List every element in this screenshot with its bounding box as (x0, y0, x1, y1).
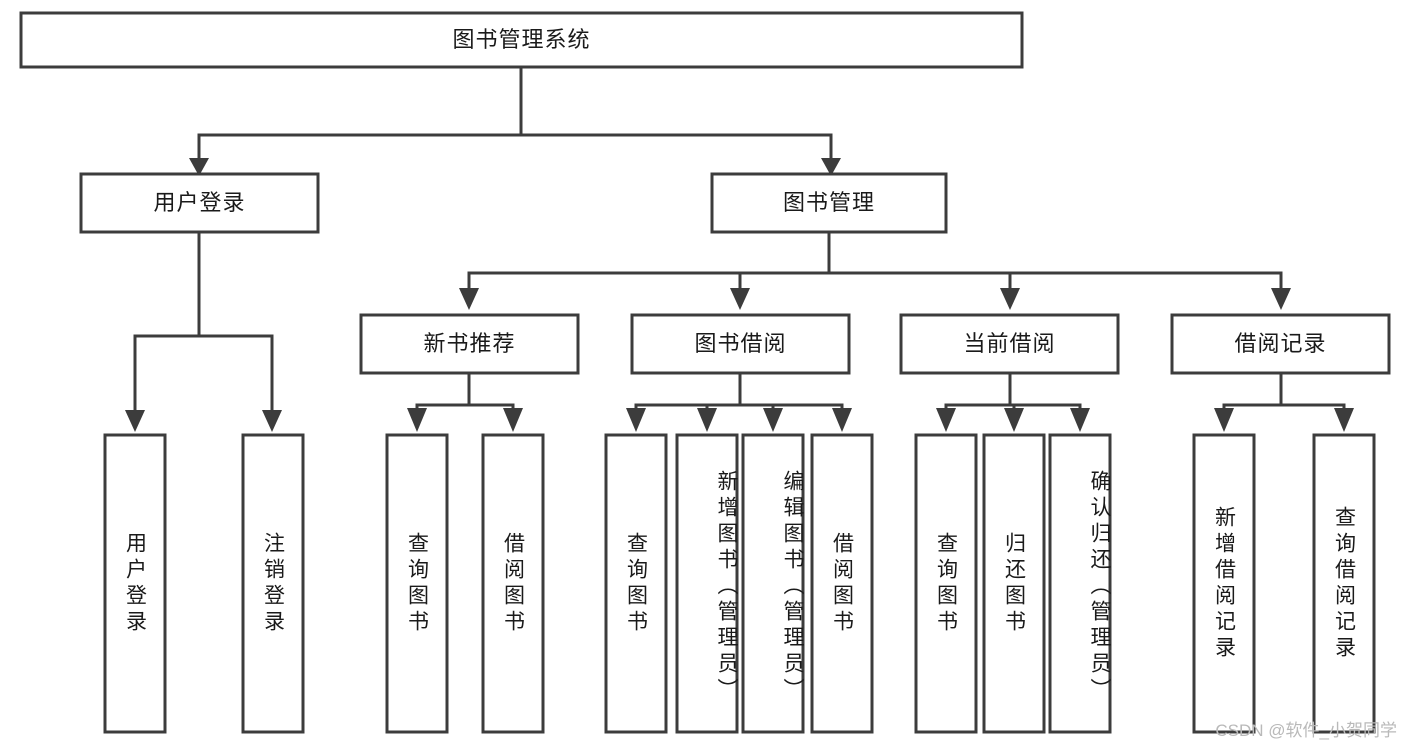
connector-book-borrow-branch (634, 371, 844, 414)
leaf-box-current-0[interactable] (914, 433, 978, 734)
arrow-leaf-recommend-0 (407, 408, 427, 432)
arrow-leaf-current-0 (936, 408, 956, 432)
node-new-book-recommend-box[interactable] (359, 313, 580, 375)
arrow-leaf-recommend-1 (503, 408, 523, 432)
leaf-box-current-2[interactable] (1048, 433, 1112, 734)
node-user-login-box[interactable] (79, 172, 320, 234)
connector-current-borrow-branch (944, 371, 1082, 414)
arrow-leaf-borrow-2 (763, 408, 783, 432)
node-root-box[interactable] (19, 11, 1024, 69)
node-borrow-record-box[interactable] (1170, 313, 1391, 375)
arrow-leaf-borrow-0 (626, 408, 646, 432)
arrow-leaf-borrow-3 (832, 408, 852, 432)
arrow-leaf-current-2 (1070, 408, 1090, 432)
arrow-to-current-borrow (1000, 288, 1020, 310)
node-book-borrow-box[interactable] (630, 313, 851, 375)
node-book-manage-box[interactable] (710, 172, 948, 234)
leaf-box-recommend-0[interactable] (385, 433, 449, 734)
arrow-to-borrow-record (1271, 288, 1291, 310)
arrow-to-book-borrow (730, 288, 750, 310)
arrow-leaf-borrow-1 (697, 408, 717, 432)
leaf-box-borrow-2[interactable] (741, 433, 805, 734)
connector-new-book-recommend-branch (415, 371, 515, 414)
leaf-box-record-1[interactable] (1312, 433, 1376, 734)
connector-root-to-level1 (197, 65, 833, 162)
arrow-to-user-login (189, 158, 209, 176)
connector-book-manage-branch (467, 230, 1283, 292)
leaf-box-current-1[interactable] (982, 433, 1046, 734)
arrow-leaf-current-1 (1004, 408, 1024, 432)
arrow-leaf-record-1 (1334, 408, 1354, 432)
arrow-to-new-book-recommend (459, 288, 479, 310)
leaf-box-recommend-1[interactable] (481, 433, 545, 734)
leaf-box-borrow-3[interactable] (810, 433, 874, 734)
leaf-box-borrow-1[interactable] (675, 433, 739, 734)
connector-user-login-branch (133, 230, 274, 414)
arrow-leaf-user-login-1 (262, 410, 282, 432)
leaf-box-record-0[interactable] (1192, 433, 1256, 734)
connector-borrow-record-branch (1222, 371, 1346, 414)
arrow-leaf-user-login-0 (125, 410, 145, 432)
leaf-box-borrow-0[interactable] (604, 433, 668, 734)
arrow-to-book-manage (821, 158, 841, 176)
arrow-leaf-record-0 (1214, 408, 1234, 432)
leaf-box-user-login-0[interactable] (103, 433, 167, 734)
leaf-box-user-login-1[interactable] (241, 433, 305, 734)
node-current-borrow-box[interactable] (899, 313, 1120, 375)
